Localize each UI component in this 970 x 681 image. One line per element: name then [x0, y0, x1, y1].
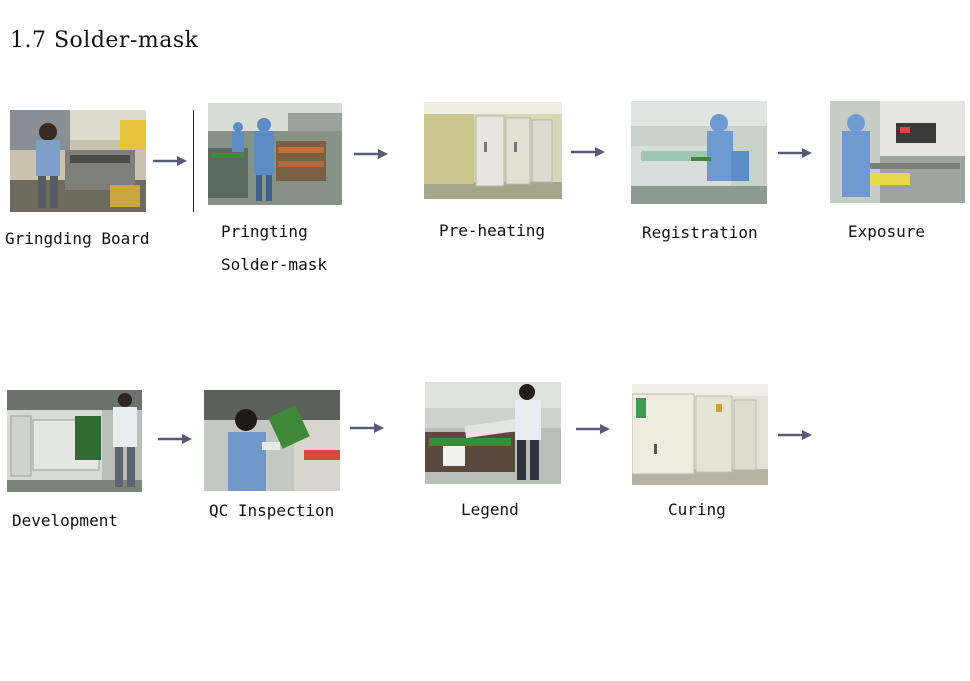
step-label-development: Development [12, 511, 118, 530]
registration-photo [631, 101, 767, 204]
flow-arrow [153, 155, 187, 167]
flow-arrow [158, 433, 192, 445]
step-label-pre-heating: Pre-heating [439, 221, 545, 240]
step-label-exposure: Exposure [848, 222, 926, 241]
flow-arrow [778, 147, 812, 159]
grinding-board-photo [10, 110, 146, 212]
flow-arrow [576, 423, 610, 435]
pre-heating-photo [424, 102, 562, 199]
step-label-registration: Registration [642, 223, 758, 242]
flow-arrow [571, 146, 605, 158]
flow-arrow [778, 429, 812, 441]
curing-photo [632, 384, 768, 485]
printing-solder-mask-photo [208, 103, 342, 205]
step-label-qc-inspection: QC Inspection [209, 501, 335, 520]
flow-arrow [354, 148, 388, 160]
divider-line [193, 110, 194, 212]
step-label-curing: Curing [668, 500, 726, 519]
qc-inspection-photo [204, 390, 340, 491]
legend-photo [425, 382, 561, 484]
page-title: 1.7 Solder-mask [10, 28, 199, 53]
exposure-photo [830, 101, 965, 203]
step-label-legend: Legend [461, 500, 519, 519]
development-photo [7, 390, 142, 492]
step-label-grinding: Gringding Board [5, 229, 150, 248]
flow-arrow [350, 422, 384, 434]
step-label-printing-line1: Pringting [221, 222, 308, 241]
step-label-printing-line2: Solder-mask [221, 255, 327, 274]
